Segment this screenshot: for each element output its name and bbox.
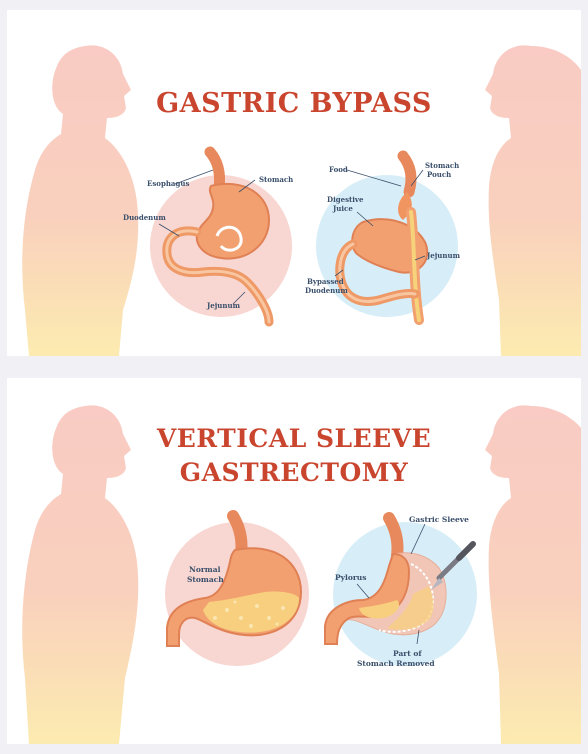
label-normal-1: Normal [189,565,221,574]
label-part-of: Part of [393,649,422,658]
sleeve-gastrectomy-panel: Normal Stomach Gastric Sleeve Pylorus Pa… [7,378,581,744]
label-bypassed-2: Duodenum [305,286,348,295]
sleeve-title-line1: VERTICAL SLEEVE [7,424,581,453]
label-jejunum-right: Jejunum [426,251,461,260]
sleeve-title-line2: GASTRECTOMY [7,458,581,487]
label-stomach-pouch-2: Pouch [427,170,451,179]
label-stomach-removed: Stomach Removed [357,659,435,668]
gastric-bypass-title: GASTRIC BYPASS [7,88,581,119]
label-stomach-pouch-1: Stomach [425,161,459,170]
label-jejunum-left: Jejunum [206,301,241,310]
gastric-bypass-panel: Esophagus Stomach Duodenum Jejunum Food … [7,10,581,356]
label-normal-2: Stomach [187,575,224,584]
label-bypassed-1: Bypassed [307,277,344,286]
label-gastric-sleeve: Gastric Sleeve [409,515,469,524]
gastric-bypass-illustration: Esophagus Stomach Duodenum Jejunum Food … [7,10,581,356]
label-food: Food [329,165,348,174]
label-digestive-juice-2: Juice [332,204,353,213]
left-person-silhouette [22,405,138,744]
label-digestive-juice-1: Digestive [327,195,364,204]
label-esophagus: Esophagus [147,179,189,188]
label-pylorus: Pylorus [335,573,366,582]
right-person-silhouette [485,405,581,744]
label-duodenum: Duodenum [123,213,166,222]
label-stomach: Stomach [259,175,293,184]
